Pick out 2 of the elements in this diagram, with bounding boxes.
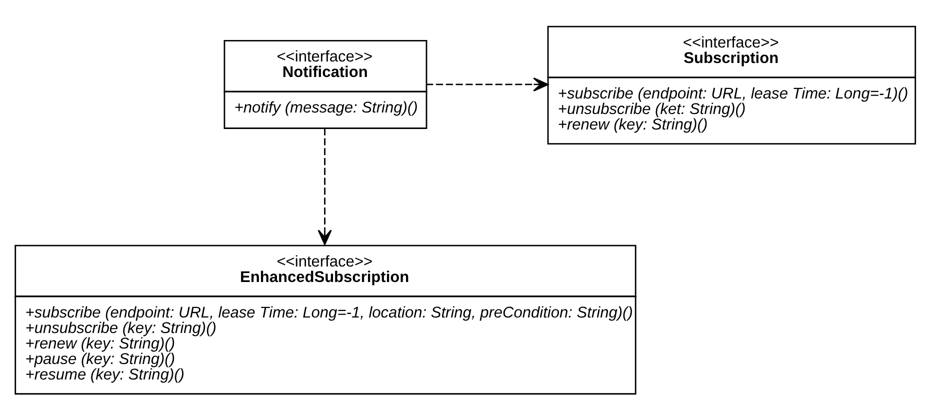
arrow xyxy=(317,128,332,245)
arrow xyxy=(426,76,548,92)
